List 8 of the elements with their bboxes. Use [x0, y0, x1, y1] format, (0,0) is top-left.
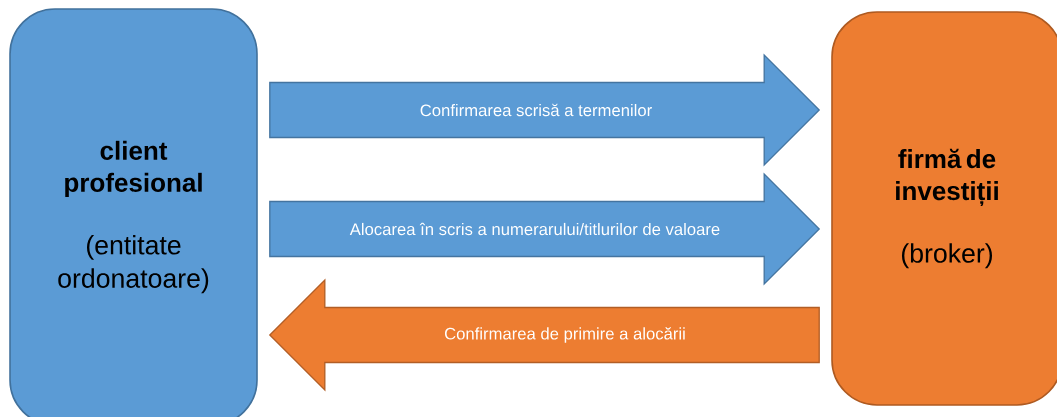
block-arrow [269, 53, 821, 167]
edge-label: Confirmarea scrisă a termenilor [420, 103, 652, 117]
rounded-box: client profesional (entitate ordonatoare) [9, 8, 258, 417]
block-arrow [269, 172, 821, 286]
edge-label: Confirmarea de primire a alocării [444, 327, 685, 343]
rounded-box: firmă de investiții (broker) [831, 11, 1057, 406]
edge-label: Alocarea în scris a numerarului/titlurilor de valoare [349, 222, 720, 236]
block-arrow [268, 278, 820, 392]
